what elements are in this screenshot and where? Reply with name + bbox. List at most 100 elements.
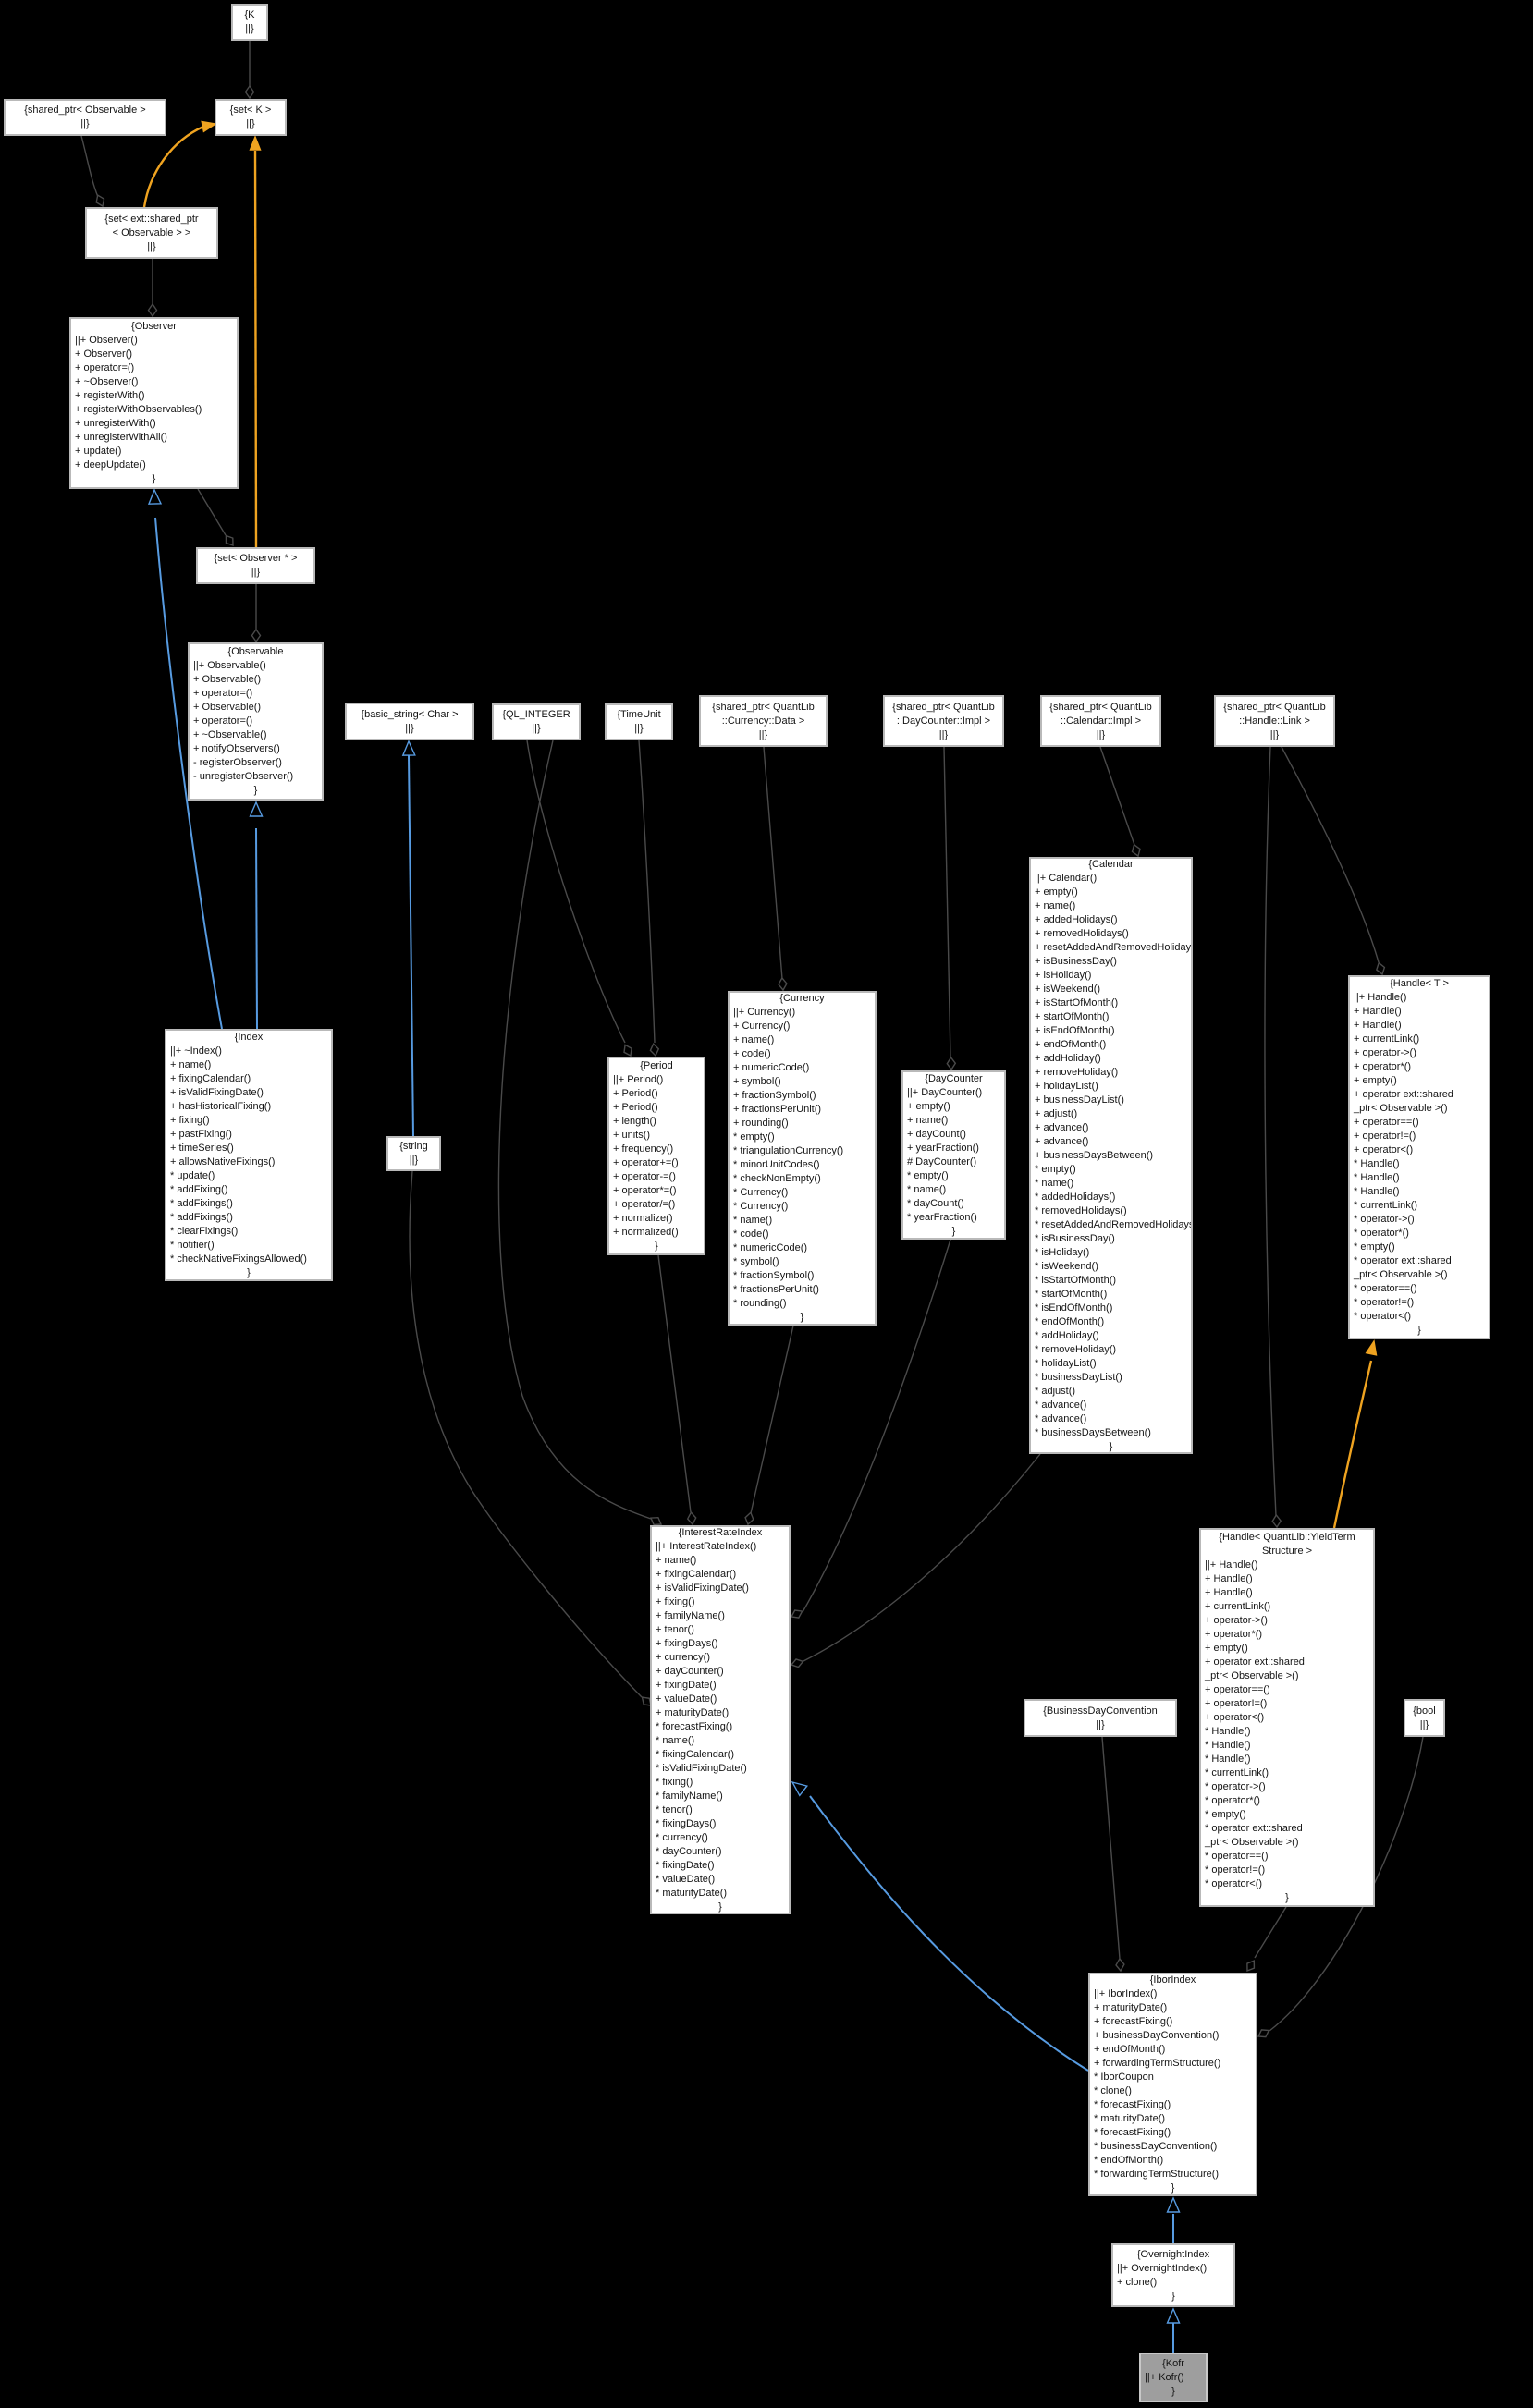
node-line: {IborIndex — [1149, 1974, 1196, 1986]
class-node-period[interactable]: {Period||+ Period()+ Period()+ Period()+… — [607, 1057, 705, 1255]
class-node-observer[interactable]: {Observer||+ Observer()+ Observer()+ ope… — [69, 317, 239, 489]
class-node-interest_rate_index[interactable]: {InterestRateIndex||+ InterestRateIndex(… — [650, 1525, 791, 1914]
node-line: ||} — [758, 728, 768, 740]
diamond-icon-period-interest_rate_index — [686, 1510, 697, 1526]
edge-string-basic_string — [408, 754, 414, 1137]
node-line: + operator-=() — [613, 1170, 676, 1182]
class-node-kofr[interactable]: {Kofr||+ Kofr()} — [1139, 2353, 1208, 2402]
class-node-sptr_handle_link[interactable]: {shared_ptr< QuantLib::Handle::Link >||} — [1214, 695, 1335, 747]
node-line: + timeSeries() — [170, 1142, 234, 1154]
node-line: + rounding() — [733, 1118, 789, 1129]
edge-sptr_handle_link-handle_yts — [1264, 746, 1277, 1517]
class-node-calendar[interactable]: {Calendar||+ Calendar()+ empty()+ name()… — [1029, 857, 1193, 1454]
node-line: {basic_string< Char > — [361, 708, 459, 720]
node-line: + frequency() — [613, 1143, 674, 1155]
node-line: {shared_ptr< QuantLib — [892, 701, 995, 713]
node-line: * triangulationCurrency() — [733, 1145, 844, 1156]
node-line: * maturityDate() — [656, 1887, 728, 1899]
node-line: * isHoliday() — [1035, 1246, 1090, 1258]
class-node-sptr_observable[interactable]: {shared_ptr< Observable >||} — [4, 99, 166, 136]
class-node-observable[interactable]: {Observable||+ Observable()+ Observable(… — [188, 642, 324, 801]
class-node-ql_integer[interactable]: {QL_INTEGER||} — [492, 703, 581, 740]
node-line: * Currency() — [733, 1187, 789, 1198]
node-line: * name() — [1035, 1177, 1074, 1189]
class-node-set_k[interactable]: {set< K >||} — [215, 99, 287, 136]
node-line: + Observer() — [75, 348, 133, 360]
class-node-daycounter[interactable]: {DayCounter||+ DayCounter()+ empty()+ na… — [901, 1070, 1006, 1240]
node-line: ||} — [1419, 1718, 1429, 1730]
node-line: * Handle() — [1205, 1739, 1251, 1751]
class-node-currency[interactable]: {Currency||+ Currency()+ Currency()+ nam… — [728, 991, 877, 1326]
node-line: + normalize() — [613, 1212, 673, 1224]
edge-index-observable — [255, 827, 258, 1030]
node-line: {Period — [640, 1059, 673, 1071]
node-line: * isWeekend() — [1035, 1260, 1098, 1272]
node-line: * checkNativeFixingsAllowed() — [170, 1253, 307, 1265]
diamond-icon-calendar-interest_rate_index — [790, 1658, 804, 1668]
node-line: + Period() — [613, 1087, 658, 1099]
node-line: * holidayList() — [1035, 1357, 1097, 1369]
node-line: + pastFixing() — [170, 1128, 232, 1140]
node-line: * Currency() — [733, 1201, 789, 1212]
class-node-string[interactable]: {string||} — [386, 1136, 441, 1171]
node-line: * update() — [170, 1169, 215, 1181]
class-node-timeunit[interactable]: {TimeUnit||} — [605, 703, 673, 740]
node-line: + fixingDate() — [656, 1679, 717, 1691]
class-node-index[interactable]: {Index||+ ~Index()+ name()+ fixingCalend… — [165, 1029, 333, 1281]
node-line: + operator->() — [1205, 1614, 1268, 1626]
node-line: * fixing() — [656, 1776, 693, 1788]
node-line: + empty() — [907, 1100, 950, 1112]
node-line: {shared_ptr< QuantLib — [1223, 701, 1326, 713]
diamond-icon-sptr_handle_link-handle_yts — [1271, 1513, 1282, 1529]
node-line: {shared_ptr< Observable > — [24, 104, 146, 116]
node-line: } — [253, 785, 258, 796]
node-line: + businessDaysBetween() — [1035, 1149, 1154, 1161]
class-node-basic_string[interactable]: {basic_string< Char > ||} — [345, 703, 474, 740]
class-node-sptr_calendar_impl[interactable]: {shared_ptr< QuantLib::Calendar::Impl >|… — [1040, 695, 1161, 747]
node-line: } — [655, 1240, 658, 1252]
class-node-sptr_currency_data[interactable]: {shared_ptr< QuantLib::Currency::Data >|… — [699, 695, 828, 747]
node-line: + isStartOfMonth() — [1035, 996, 1119, 1008]
class-node-set_observer[interactable]: {set< Observer * >||} — [196, 547, 315, 584]
class-node-k[interactable]: {K||} — [231, 4, 268, 41]
node-line: < Observable > > — [112, 226, 191, 238]
node-line: + operator/=() — [613, 1198, 676, 1210]
node-line: ||} — [634, 723, 644, 734]
node-line: + name() — [907, 1114, 949, 1126]
class-node-handle_t[interactable]: {Handle< T >||+ Handle()+ Handle()+ Hand… — [1348, 975, 1490, 1339]
node-line: * forecastFixing() — [1094, 2099, 1171, 2110]
node-line: + operator=() — [193, 715, 253, 727]
node-line: + Period() — [613, 1101, 658, 1113]
class-node-sptr_daycounter_impl[interactable]: {shared_ptr< QuantLib::DayCounter::Impl … — [883, 695, 1004, 747]
node-line: * name() — [656, 1734, 695, 1746]
class-node-ibor_index[interactable]: {IborIndex||+ IborIndex()+ maturityDate(… — [1088, 1973, 1257, 2196]
node-line: # DayCounter() — [907, 1155, 977, 1167]
node-line: + fixingCalendar() — [170, 1072, 251, 1084]
node-line: * empty() — [1205, 1808, 1246, 1820]
class-node-set_sptr_observable[interactable]: {set< ext::shared_ptr< Observable > >||} — [85, 207, 218, 259]
class-node-bool[interactable]: {bool||} — [1404, 1699, 1445, 1737]
node-line: * dayCounter() — [656, 1845, 722, 1857]
node-line: ||} — [405, 722, 414, 734]
node-line: * isStartOfMonth() — [1035, 1274, 1117, 1286]
node-line: {Handle< T > — [1390, 978, 1449, 989]
node-line: + forwardingTermStructure() — [1094, 2058, 1221, 2069]
arrow-icon-kofr-overnight_index — [1166, 2307, 1181, 2324]
node-line: * name() — [733, 1215, 773, 1226]
node-line: + Handle() — [1205, 1572, 1253, 1584]
class-node-business_day_convention[interactable]: {BusinessDayConvention||} — [1024, 1699, 1177, 1737]
node-line: } — [951, 1225, 956, 1237]
edge-observer-set_observer — [197, 488, 227, 536]
node-line: ||+ IborIndex() — [1094, 1988, 1158, 1999]
node-line: * operator!=() — [1205, 1864, 1266, 1876]
node-line: } — [247, 1266, 251, 1278]
node-line: + businessDayConvention() — [1094, 2030, 1220, 2041]
node-line: * businessDayConvention() — [1094, 2141, 1218, 2152]
class-node-overnight_index[interactable]: {OvernightIndex||+ OvernightIndex()+ clo… — [1111, 2243, 1235, 2307]
node-line: + Handle() — [1354, 1006, 1402, 1017]
node-line: {set< Observer * > — [214, 553, 298, 564]
node-line: + dayCount() — [907, 1128, 966, 1140]
node-line: - unregisterObserver() — [193, 771, 294, 782]
node-line: + fixing() — [170, 1114, 210, 1126]
